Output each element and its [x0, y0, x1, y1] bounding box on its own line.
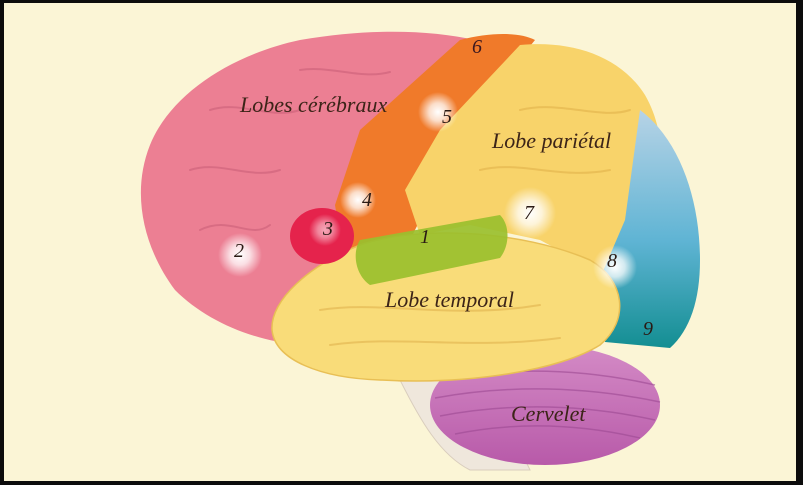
area-number-6: 6 [472, 37, 482, 57]
area-number-5: 5 [442, 107, 452, 127]
area-number-1: 1 [420, 227, 430, 247]
area-number-2: 2 [234, 241, 244, 261]
area-number-3: 3 [323, 219, 333, 239]
area-number-8: 8 [607, 251, 617, 271]
area-number-4: 4 [362, 190, 372, 210]
label-temporal-lobe: Lobe temporal [385, 289, 514, 311]
label-cerebral-lobes: Lobes cérébraux [240, 94, 387, 116]
label-parietal-lobe: Lobe pariétal [492, 130, 611, 152]
area-number-9: 9 [643, 319, 653, 339]
label-cerebellum: Cervelet [511, 403, 586, 425]
area-number-7: 7 [524, 203, 534, 223]
